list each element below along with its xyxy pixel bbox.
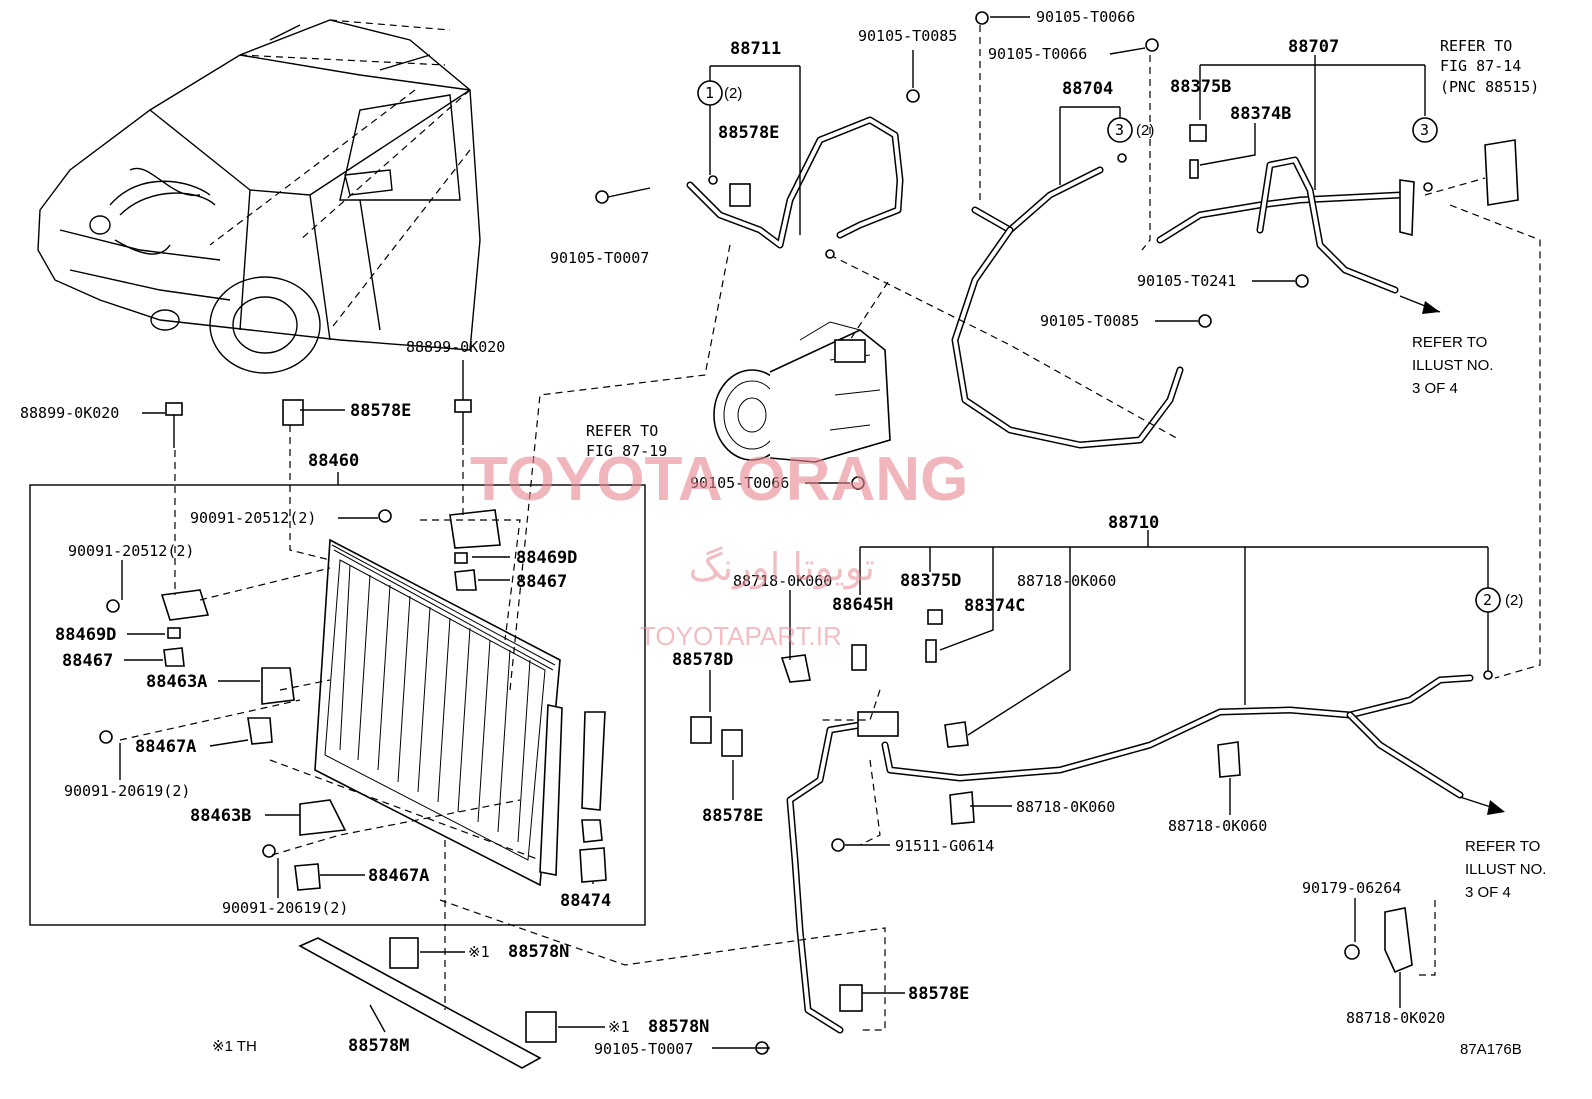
mark-th-a: ※1 — [468, 943, 490, 961]
callout-1 — [697, 80, 723, 106]
label-88718-0K060-b: 88718-0K060 — [1017, 572, 1116, 590]
callout-2 — [1475, 587, 1501, 613]
label-88718-0K060-c: 88718-0K060 — [1016, 798, 1115, 816]
label-88899-0K020-mid: 88899-0K020 — [406, 338, 505, 356]
label-88711: 88711 — [730, 39, 781, 59]
label-90091-20512-b: 90091-20512(2) — [68, 542, 194, 560]
ref-illust-a-line2: ILLUST NO. — [1412, 357, 1493, 374]
label-90105-T0241: 90105-T0241 — [1137, 272, 1236, 290]
label-90091-20619-b: 90091-20619(2) — [222, 899, 348, 917]
callout-3a — [1107, 117, 1133, 143]
callout-3a-number: 3 — [1115, 121, 1124, 139]
upper-hoses — [686, 116, 1519, 449]
mark-th-b: ※1 — [608, 1018, 630, 1036]
ref-fig-87-19-line2: FIG 87-19 — [586, 442, 667, 460]
ref-fig-87-14-line2: FIG 87-14 — [1440, 57, 1521, 75]
ref-illust-b-line1: REFER TO — [1465, 838, 1540, 855]
label-90105-T0085-a: 90105-T0085 — [858, 27, 957, 45]
dashed-connectors — [119, 25, 1541, 1031]
callout-3a-qty: (2) — [1136, 122, 1154, 139]
leader-lines — [119, 16, 1505, 1049]
label-88578E-bottom: 88578E — [908, 984, 969, 1004]
label-88469D-left: 88469D — [55, 625, 116, 645]
footnote: ※1 TH — [212, 1038, 257, 1055]
part-labels: 88711 88578E 90105-T0007 90105-T0085 901… — [20, 8, 1546, 1058]
watermark-site: TOYOTAPART.IR — [640, 621, 842, 651]
label-88704: 88704 — [1062, 79, 1113, 99]
label-90105-T0066-a: 90105-T0066 — [1036, 8, 1135, 26]
label-88374C: 88374C — [964, 596, 1025, 616]
label-88467-left: 88467 — [62, 651, 113, 671]
label-88710: 88710 — [1108, 513, 1159, 533]
label-88707: 88707 — [1288, 37, 1339, 57]
callout-1-qty: (2) — [724, 85, 742, 102]
condenser-fittings — [99, 399, 607, 891]
label-88375D: 88375D — [900, 571, 961, 591]
compressor — [713, 321, 891, 463]
ref-illust-a-line1: REFER TO — [1412, 334, 1487, 351]
callout-2-number: 2 — [1483, 591, 1492, 609]
label-90179-06264: 90179-06264 — [1302, 879, 1401, 897]
ref-illust-b-line2: ILLUST NO. — [1465, 861, 1546, 878]
watermark: TOYOTA ORANG تویوتا اورنگ TOYOTAPART.IR — [470, 445, 968, 651]
label-88467-right: 88467 — [516, 572, 567, 592]
ref-fig-87-19-line1: REFER TO — [586, 422, 658, 440]
watermark-persian: تویوتا اورنگ — [689, 545, 876, 590]
ref-illust-a-line3: 3 OF 4 — [1412, 380, 1458, 397]
label-90105-T0085-b: 90105-T0085 — [1040, 312, 1139, 330]
callout-3b-number: 3 — [1420, 121, 1429, 139]
label-88578D: 88578D — [672, 650, 733, 670]
vehicle-illustration — [37, 19, 481, 374]
label-90091-20512-a: 90091-20512(2) — [190, 509, 316, 527]
ref-illust-b-line3: 3 OF 4 — [1465, 884, 1511, 901]
label-90091-20619-a: 90091-20619(2) — [64, 782, 190, 800]
callout-1-number: 1 — [705, 84, 714, 102]
label-88899-0K020-left: 88899-0K020 — [20, 404, 119, 422]
label-90105-T0066-b: 90105-T0066 — [988, 45, 1087, 63]
label-88467A-lower: 88467A — [368, 866, 429, 886]
label-88718-0K060-d: 88718-0K060 — [1168, 817, 1267, 835]
watermark-brand: TOYOTA ORANG — [470, 445, 968, 514]
label-88645H: 88645H — [832, 595, 893, 615]
label-88578E-mid: 88578E — [350, 401, 411, 421]
ref-fig-87-14-line1: REFER TO — [1440, 37, 1512, 55]
label-90105-T0007-top: 90105-T0007 — [550, 249, 649, 267]
label-88467A-upper: 88467A — [135, 737, 196, 757]
label-88469D-right: 88469D — [516, 548, 577, 568]
ref-fig-87-14-line3: (PNC 88515) — [1440, 78, 1539, 96]
label-88374B: 88374B — [1230, 104, 1291, 124]
label-88375B: 88375B — [1170, 77, 1231, 97]
label-88718-0K060-a: 88718-0K060 — [733, 572, 832, 590]
callout-2-qty: (2) — [1505, 592, 1523, 609]
label-88718-0K020: 88718-0K020 — [1346, 1009, 1445, 1027]
label-88460: 88460 — [308, 451, 359, 471]
label-91511-G0614: 91511-G0614 — [895, 837, 994, 855]
lower-hoses — [786, 674, 1474, 1034]
label-88463B: 88463B — [190, 806, 251, 826]
label-88578E-low: 88578E — [702, 806, 763, 826]
label-88578M: 88578M — [348, 1036, 409, 1056]
label-88474: 88474 — [560, 891, 611, 911]
callout-3b — [1412, 117, 1438, 143]
callouts: 1 (2) 3 (2) 3 2 (2) — [697, 80, 1523, 680]
figure-code: 87A176B — [1460, 1041, 1522, 1058]
label-90105-T0007-bottom: 90105-T0007 — [594, 1040, 693, 1058]
label-88578N-a: 88578N — [508, 942, 569, 962]
insulator-pads — [298, 183, 863, 1069]
label-88578N-b: 88578N — [648, 1017, 709, 1037]
label-88463A: 88463A — [146, 672, 207, 692]
label-90105-T0066-c: 90105-T0066 — [690, 474, 789, 492]
label-88578E-top: 88578E — [718, 123, 779, 143]
